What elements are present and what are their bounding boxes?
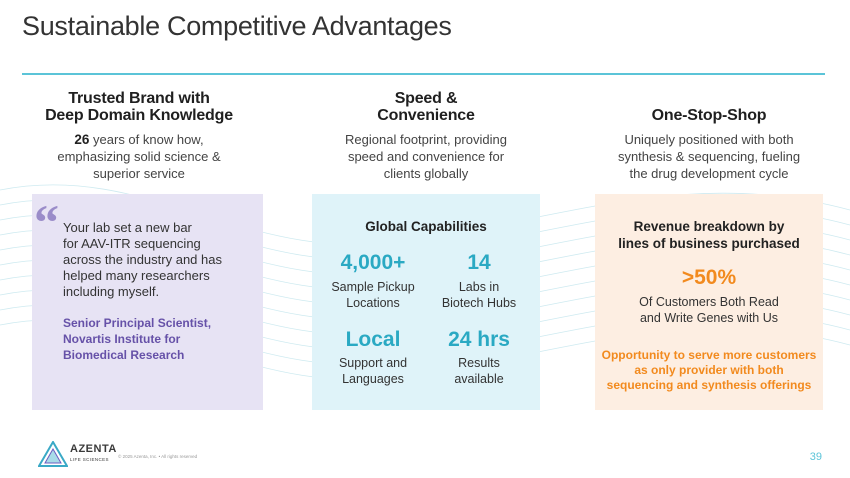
stat-value: Local xyxy=(345,328,401,351)
column-speed-description: Regional footprint, providing speed and … xyxy=(345,132,507,181)
revenue-opportunity-note: Opportunity to serve more customers as o… xyxy=(601,348,817,392)
title-divider xyxy=(22,73,825,75)
revenue-label: Of Customers Both Read and Write Genes w… xyxy=(639,295,779,325)
quote-mark-icon: “ xyxy=(34,194,59,250)
global-capabilities-title: Global Capabilities xyxy=(365,219,487,234)
column-onestop-description: Uniquely positioned with both synthesis … xyxy=(617,132,801,181)
azenta-logo-icon xyxy=(38,441,68,467)
copyright-text: © 2025 Azenta, Inc. • All rights reserve… xyxy=(118,454,198,459)
stat-value: 14 xyxy=(467,251,491,274)
column-brand-heading: Trusted Brand with Deep Domain Knowledge xyxy=(45,90,233,124)
revenue-title: Revenue breakdown by lines of business p… xyxy=(618,219,800,251)
page-number: 39 xyxy=(809,451,822,463)
stat-label: Sample Pickup Locations xyxy=(331,280,415,310)
global-capabilities-box xyxy=(312,194,540,410)
stat-label: Labs in Biotech Hubs xyxy=(441,280,517,310)
quote-box xyxy=(32,194,263,410)
revenue-value: >50% xyxy=(681,266,737,289)
logo-subtitle: LIFE SCIENCES xyxy=(70,457,109,462)
stat-label: Results available xyxy=(454,356,504,386)
testimonial-author: Senior Principal Scientist, Novartis Ins… xyxy=(63,316,212,362)
testimonial-text: Your lab set a new bar for AAV-ITR seque… xyxy=(63,220,222,299)
column-speed-heading: Speed & Convenience xyxy=(377,90,475,124)
column-onestop-heading: One-Stop-Shop xyxy=(651,107,767,124)
stat-value: 24 hrs xyxy=(448,328,510,351)
stat-label: Support and Languages xyxy=(338,356,408,386)
logo-wordmark: AZENTA xyxy=(70,443,117,455)
revenue-box xyxy=(595,194,823,410)
slide-title: Sustainable Competitive Advantages xyxy=(22,11,452,41)
column-brand-description: 26 years of know how, emphasizing solid … xyxy=(57,132,221,181)
stat-value: 4,000+ xyxy=(340,251,406,274)
